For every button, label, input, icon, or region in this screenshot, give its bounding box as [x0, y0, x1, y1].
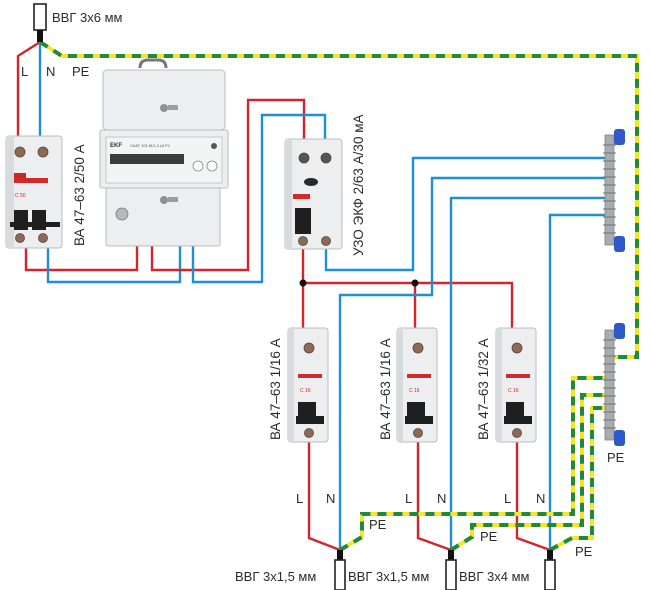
- output-1-pe-label: PE: [369, 517, 387, 532]
- busbar-to-output3-neutral: [548, 213, 607, 550]
- meter-counter-display: [110, 154, 184, 164]
- pe-busbar-label: PE: [607, 450, 625, 465]
- breaker-to-meter-phase: [24, 245, 139, 272]
- output-2: L N PE ВВГ 3х1,5 мм: [348, 491, 498, 590]
- neutral-busbar: [603, 129, 625, 252]
- branch-breaker-3: C 16 ВА 47–63 1/32 А: [476, 327, 537, 443]
- output3-phase: [515, 440, 551, 552]
- electric-meter: EKF СКАТ 101 М/1-2 Ш Р1: [99, 58, 229, 247]
- input-pe-wire: [38, 40, 639, 359]
- breaker-1-label: ВА 47–63 1/16 А: [268, 338, 283, 440]
- busbar-cap-icon: [614, 430, 625, 446]
- cable-sheath-icon: [33, 3, 47, 31]
- junction-dot: [299, 279, 307, 287]
- busbar-cap-icon: [614, 129, 625, 145]
- svg-text:C 16: C 16: [300, 388, 311, 394]
- svg-text:C 50: C 50: [15, 193, 26, 199]
- busbar-to-output1-neutral: [338, 176, 607, 550]
- phase-distribution-bus: [303, 281, 514, 330]
- svg-text:C 16: C 16: [508, 388, 519, 394]
- input-n-label: N: [46, 64, 55, 79]
- rcd-neutral-to-busbar: [324, 156, 607, 272]
- output-1-cable-label: ВВГ 3х1,5 мм: [235, 569, 316, 584]
- output1-pe-wire: [338, 376, 610, 552]
- output-2-cable-label: ВВГ 3х1,5 мм: [348, 569, 429, 584]
- busbar-cap-icon: [614, 236, 625, 252]
- output1-phase: [307, 440, 341, 552]
- toggle-handle[interactable]: [295, 208, 311, 234]
- branch-breaker-2: C 16 ВА 47–63 1/16 А: [378, 327, 438, 443]
- busbar-cap-icon: [614, 323, 625, 339]
- output-3-l-label: L: [504, 491, 511, 506]
- svg-text:EKF: EKF: [110, 143, 122, 149]
- output2-phase: [416, 440, 452, 552]
- rcd-label: УЗО ЭКФ 2/63 А/30 мА: [351, 115, 366, 257]
- input-cable-label: ВВГ 3х6 мм: [52, 10, 123, 25]
- branch-breaker-1: C 16 ВА 47–63 1/16 А: [268, 327, 329, 443]
- output-1: L N PE ВВГ 3х1,5 мм: [235, 491, 387, 590]
- breaker-to-meter-neutral: [46, 245, 182, 284]
- output-2-l-label: L: [405, 491, 412, 506]
- output-1-n-label: N: [326, 491, 335, 506]
- output-3: L N PE ВВГ 3х4 мм: [459, 491, 593, 590]
- output-3-pe-label: PE: [575, 544, 593, 559]
- output-3-cable-label: ВВГ 3х4 мм: [459, 569, 530, 584]
- input-l-label: L: [21, 64, 28, 79]
- busbar-to-output2-neutral: [449, 196, 607, 550]
- breaker-2-label: ВА 47–63 1/16 А: [378, 338, 393, 440]
- cable-sheath-icon: [334, 559, 346, 590]
- svg-text:СКАТ 101 М/1-2 Ш Р1: СКАТ 101 М/1-2 Ш Р1: [130, 143, 171, 148]
- cable-sheath-icon: [544, 559, 556, 590]
- output2-pe-wire: [449, 393, 610, 552]
- test-button[interactable]: [304, 178, 318, 186]
- svg-text:C 16: C 16: [409, 388, 420, 394]
- main-breaker-label: ВА 47–63 2/50 А: [72, 144, 87, 246]
- breaker-3-label: ВА 47–63 1/32 А: [476, 338, 491, 440]
- junction-dot: [411, 279, 419, 287]
- input-phase-wire: [16, 40, 41, 138]
- output3-pe-wire: [549, 406, 610, 552]
- output-1-l-label: L: [296, 491, 303, 506]
- input-cable: ВВГ 3х6 мм L N PE: [21, 3, 123, 79]
- rcd: УЗО ЭКФ 2/63 А/30 мА: [284, 115, 366, 257]
- cable-sheath-icon: [445, 559, 457, 590]
- meter-to-rcd-phase: [150, 98, 306, 272]
- output-2-pe-label: PE: [480, 529, 498, 544]
- pe-busbar: PE: [603, 323, 625, 465]
- input-pe-label: PE: [72, 64, 90, 79]
- output-3-n-label: N: [536, 491, 545, 506]
- main-breaker: C 50 ВА 47–63 2/50 А: [5, 135, 87, 249]
- wires: [16, 40, 639, 552]
- meter-to-rcd-neutral: [191, 113, 327, 284]
- output-2-n-label: N: [437, 491, 446, 506]
